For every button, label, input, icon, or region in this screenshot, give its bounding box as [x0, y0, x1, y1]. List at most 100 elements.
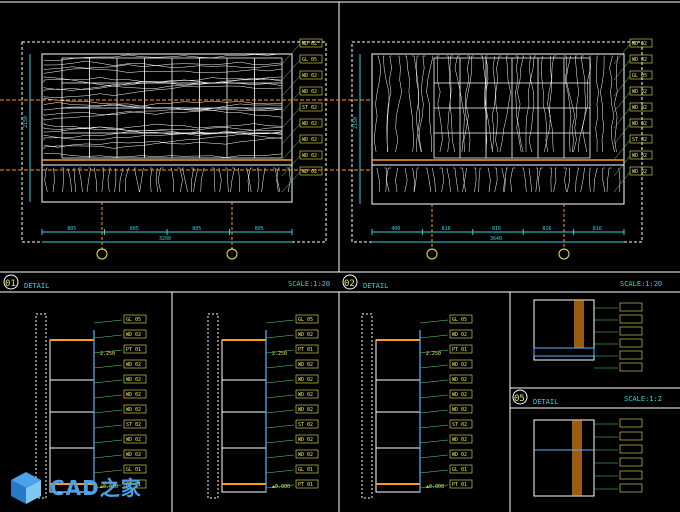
grain-line	[499, 55, 511, 153]
grain-line	[114, 167, 117, 193]
leader-line	[281, 123, 301, 145]
material-tag-box	[449, 419, 473, 429]
material-tag: PT 01	[452, 347, 467, 353]
section-wall	[35, 313, 47, 499]
leader-line	[93, 484, 123, 489]
material-tag: GL 01	[126, 467, 141, 473]
leader-line	[613, 59, 631, 81]
material-tag: WD 02	[126, 407, 141, 413]
grain-line	[383, 55, 390, 153]
material-tag: WD 02	[632, 105, 647, 111]
material-tag-box	[629, 166, 653, 176]
grain-line	[395, 167, 399, 193]
material-tag-box	[629, 134, 653, 144]
grain-line	[52, 167, 55, 193]
grain-line	[563, 55, 572, 153]
material-tag: WD 02	[298, 407, 313, 413]
grain-line	[272, 167, 281, 193]
elevation-1-grain	[43, 53, 291, 193]
leader-line	[281, 107, 301, 129]
grain-line	[464, 55, 471, 153]
material-tag: GL 05	[302, 57, 317, 63]
grain-line	[553, 167, 557, 193]
elevation-1-panel	[41, 53, 293, 203]
elevation-1-mullions	[61, 57, 283, 159]
grain-line	[593, 167, 598, 193]
material-tag: WD 02	[452, 392, 467, 398]
grain-line	[43, 64, 283, 70]
grain-line	[563, 167, 567, 193]
leader-line	[281, 139, 301, 161]
material-tag: PT 01	[298, 347, 313, 353]
grain-line	[43, 100, 283, 111]
grain-line	[170, 167, 175, 193]
grain-line	[286, 167, 291, 193]
material-tag-box	[123, 329, 147, 339]
grain-line	[575, 167, 579, 193]
material-tag-box	[123, 419, 147, 429]
dim-segment-label: 400	[391, 226, 400, 232]
detail-01-title: DETAIL	[24, 282, 49, 290]
grain-line	[446, 167, 451, 193]
grain-line	[454, 55, 465, 153]
grain-line	[43, 132, 283, 150]
grain-line	[261, 167, 267, 193]
leader-line	[613, 171, 631, 193]
material-tag-box	[619, 470, 643, 480]
grain-line	[157, 167, 164, 193]
grain-line	[577, 55, 591, 153]
material-tag-box	[629, 150, 653, 160]
material-tag-box	[619, 326, 643, 336]
grain-line	[495, 55, 502, 153]
grain-line	[580, 55, 588, 153]
detail-05-scale: SCALE:1:2	[624, 395, 662, 403]
grain-line	[78, 167, 83, 193]
material-tag-box	[123, 344, 147, 354]
material-tag-box	[449, 374, 473, 384]
grain-line	[43, 103, 283, 116]
material-tag-box	[619, 362, 643, 372]
leader-line	[265, 379, 295, 384]
detail-02-number: 02	[344, 279, 355, 289]
material-tag: WD 02	[302, 169, 317, 175]
material-tag-box	[123, 434, 147, 444]
grain-line	[618, 167, 621, 193]
grain-line	[43, 126, 283, 135]
material-tag-box	[629, 118, 653, 128]
grain-line	[44, 167, 48, 193]
material-tag: WD 02	[302, 41, 317, 47]
leader-line	[93, 319, 123, 324]
leader-line	[93, 439, 123, 444]
material-tag: ST 02	[302, 105, 317, 111]
detail-05-number: 05	[514, 394, 525, 404]
leader-line	[265, 394, 295, 399]
grain-line	[522, 167, 527, 193]
material-tag-box	[449, 464, 473, 474]
material-tag: WD 02	[452, 332, 467, 338]
dim-height-label: 2150	[23, 116, 29, 128]
material-tag-box	[619, 418, 643, 428]
material-tag-box	[123, 464, 147, 474]
grain-line	[384, 167, 387, 193]
grain-line	[535, 167, 539, 193]
joint-stile	[572, 420, 582, 496]
grid-bubble	[96, 248, 108, 260]
grain-line	[516, 55, 524, 153]
material-tag-box	[629, 86, 653, 96]
elevation-1-outline	[21, 41, 327, 243]
material-tag: WD 02	[632, 153, 647, 159]
grain-line	[43, 68, 283, 74]
dim-segment-label: 816	[442, 226, 451, 232]
material-tag-box	[295, 434, 319, 444]
level-top-label: 2.250	[100, 351, 115, 357]
grain-line	[43, 137, 283, 148]
material-tag-box	[629, 38, 653, 48]
leader-line	[419, 319, 449, 324]
leader-line	[613, 43, 631, 65]
material-tag-box	[449, 389, 473, 399]
leader-line	[419, 349, 449, 354]
detail-bar-02: 02 DETAIL SCALE:1:20	[342, 274, 662, 290]
grain-line	[425, 167, 432, 193]
joint-outline	[533, 419, 595, 497]
